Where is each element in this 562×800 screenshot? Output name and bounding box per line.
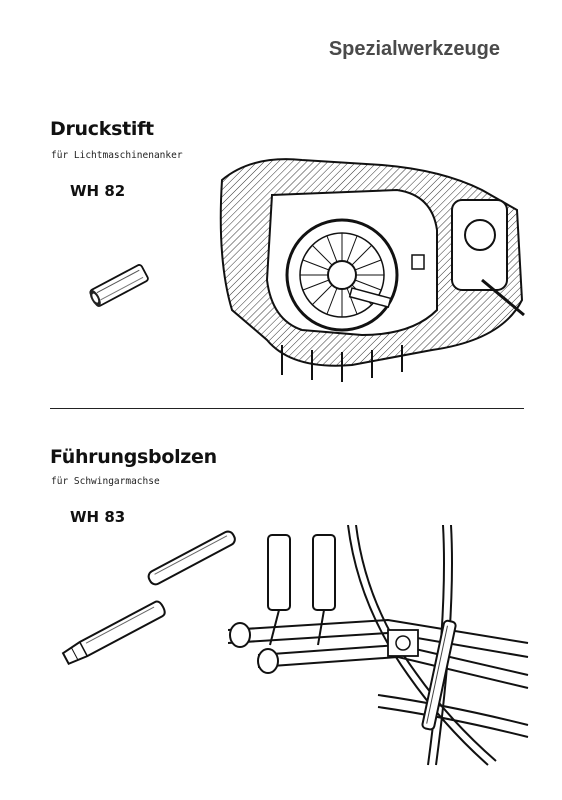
guide-bolt-illustration <box>61 530 236 666</box>
swing-arm-illustration <box>228 525 529 766</box>
section-heading-fuehrungsbolzen: Führungsbolzen <box>50 446 217 468</box>
pressure-pin-illustration <box>89 264 149 307</box>
section-divider <box>50 408 524 409</box>
page-title: Spezialwerkzeuge <box>328 38 500 60</box>
section-heading-druckstift: Druckstift <box>50 118 154 140</box>
generator-armature-illustration <box>219 158 525 382</box>
tool-code-wh83: WH 83 <box>70 508 126 526</box>
section-subtitle-fuehrungsbolzen: für Schwingarmachse <box>51 476 160 487</box>
section-subtitle-druckstift: für Lichtmaschinenanker <box>51 150 183 161</box>
tool-code-wh82: WH 82 <box>70 182 126 200</box>
